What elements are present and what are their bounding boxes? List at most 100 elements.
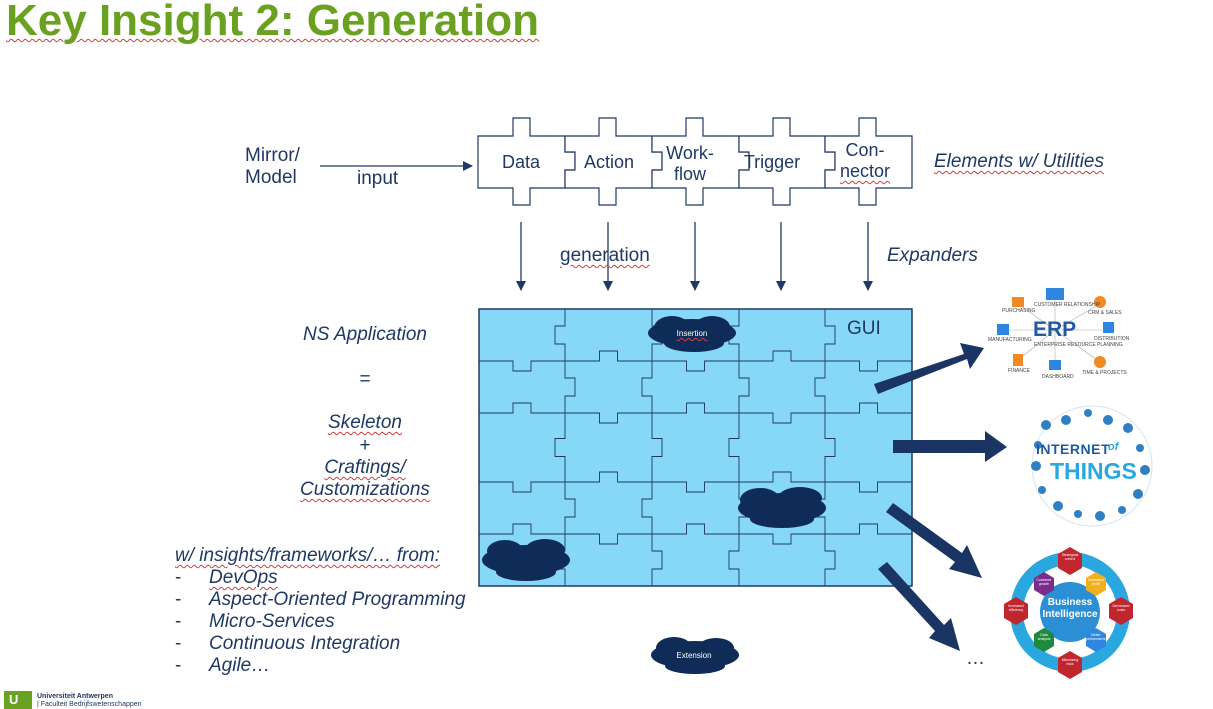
uantwerpen-logo-mark (4, 691, 32, 709)
grid-seam (728, 534, 740, 586)
plus-sign: + (359, 435, 371, 456)
grid-seam (479, 523, 565, 535)
grid-seam (739, 533, 825, 545)
distribution-icon (1103, 322, 1114, 333)
grid-seam (479, 402, 565, 414)
handshake-icon (1094, 296, 1106, 308)
grid-seam (564, 482, 576, 534)
grid-seam (554, 413, 566, 482)
iot-word-of: of (1108, 441, 1119, 453)
piece-workflow: Work- flow (666, 143, 714, 184)
bi-petal: Increased profit (1088, 578, 1104, 586)
erp-graphic (997, 288, 1114, 370)
insight-item: -DevOps (175, 567, 278, 588)
grid-seam (554, 309, 566, 361)
grid-seam (564, 361, 576, 413)
grid-seam (652, 523, 739, 535)
bi-petal: Data analysis (1037, 633, 1051, 641)
arrow-to-bi (886, 503, 982, 578)
grid-seam (739, 350, 825, 362)
grid-seam (825, 481, 912, 493)
piece-connector: Con- nector (839, 140, 891, 181)
grid-seam (738, 361, 750, 413)
bi-petal: Decreased costs (1112, 604, 1130, 612)
slide-title: Key Insight 2: Generation (6, 0, 539, 45)
bi-title: Business Intelligence (1042, 597, 1098, 620)
grid-seam (651, 413, 663, 482)
erp-label: PURCHASING (1002, 308, 1036, 314)
cloud-left-shape (482, 539, 570, 581)
mirror-model-label: Mirror/ Model (245, 145, 300, 188)
coin-icon (1094, 356, 1106, 368)
grid-seam (652, 360, 739, 372)
insight-item: -Agile… (175, 655, 271, 676)
erp-label: FINANCE (1008, 368, 1030, 374)
piece-action: Action (583, 152, 635, 172)
grid-seam (814, 361, 826, 413)
bi-petal: Increased efficiency (1008, 604, 1024, 612)
grid-seam (824, 309, 836, 361)
gui-label: GUI (847, 318, 881, 339)
arrow-to-iot (893, 431, 1007, 462)
grid-seam (825, 402, 912, 414)
grid-seam (825, 360, 912, 372)
grid-seam (825, 523, 912, 535)
output-arrows (874, 343, 1007, 651)
erp-subtitle: ENTERPRISE RESOURCE PLANNING (1034, 342, 1123, 348)
erp-label: MANUFACTURING (988, 337, 1032, 343)
footer-university: Universiteit Antwerpen (37, 693, 113, 700)
grid-seam (739, 412, 825, 424)
erp-label: TIME & PROJECTS (1082, 370, 1127, 376)
insertion-cloud-label: Insertion (676, 329, 708, 338)
grid-seam (728, 413, 740, 482)
generation-arrows (516, 222, 873, 291)
grid-seam (824, 534, 836, 586)
erp-label: CRM & SALES (1088, 310, 1122, 316)
equals-sign: = (359, 369, 371, 390)
grid-seam (479, 360, 565, 372)
element-pieces (477, 117, 913, 206)
grid-seam (824, 413, 836, 482)
skeleton-label: Skeleton (328, 412, 402, 433)
cloud-right-shape (738, 487, 826, 528)
erp-title: ERP (1033, 318, 1077, 341)
insight-item: -Continuous Integration (175, 633, 401, 654)
grid-seam (652, 402, 739, 414)
insights-heading: w/ insights/frameworks/… from: (175, 545, 440, 566)
grid-seam (652, 481, 739, 493)
cloud-shapes (482, 316, 826, 674)
ns-application-label: NS Application (303, 324, 427, 345)
cloud-extension-shape (651, 637, 739, 674)
grid-seam (565, 350, 652, 362)
grid-seam (565, 471, 652, 483)
dashboard-icon (1049, 360, 1061, 370)
expanders-label: Expanders (887, 245, 978, 266)
insight-item: -Micro-Services (175, 611, 335, 632)
cart-icon (1012, 297, 1024, 307)
grid-seam (739, 471, 825, 483)
erp-label: DISTRIBUTION (1094, 336, 1130, 342)
monitor-icon (1046, 288, 1064, 300)
grid-seam (565, 533, 652, 545)
factory-icon (997, 324, 1009, 335)
arrow-to-more (878, 562, 960, 651)
grid-seam (479, 481, 565, 493)
bi-petal: Better performance (1086, 633, 1106, 641)
iot-word-things: THINGS (1050, 458, 1137, 484)
iot-graphic (1031, 405, 1153, 527)
bi-petal: Customer growth (1036, 578, 1052, 586)
elements-caption: Elements w/ Utilities (934, 151, 1104, 172)
erp-label: DASHBOARD (1042, 374, 1074, 380)
craftings-label: Craftings/ (324, 457, 406, 478)
more-outputs-ellipsis: … (966, 648, 985, 669)
finance-icon (1013, 354, 1023, 366)
footer-faculty: | Faculteit Bedrijfswetenschappen (37, 701, 142, 708)
grid-seam (641, 361, 653, 413)
uantwerpen-logo-letter: U (9, 692, 19, 707)
piece-data: Data (501, 152, 541, 172)
bi-graphic (1004, 547, 1133, 679)
insight-item: -Aspect-Oriented Programming (175, 589, 466, 610)
iot-word-internet: INTERNET (1036, 441, 1110, 457)
customizations-label: Customizations (300, 479, 430, 500)
arrow-to-erp (874, 343, 984, 394)
